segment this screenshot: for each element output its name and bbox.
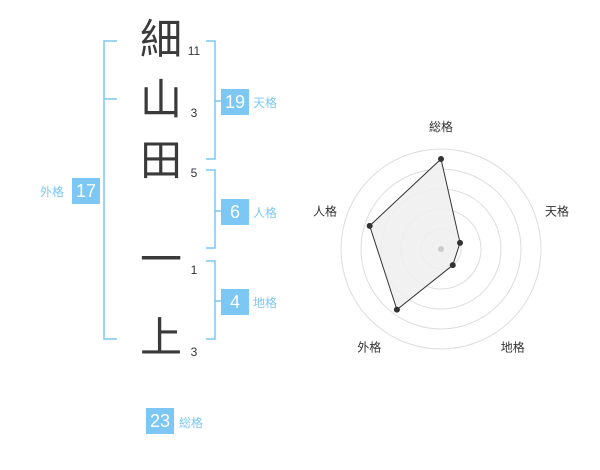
- gaikaku-badge: 17: [72, 178, 100, 204]
- stroke-count-3: 5: [190, 166, 198, 180]
- soukaku-badge: 23: [146, 408, 174, 434]
- tenkaku-bracket: [206, 40, 216, 160]
- radar-point-5: [366, 222, 373, 229]
- jinkaku-badge: 6: [221, 199, 249, 225]
- tenkaku-badge: 19: [221, 89, 249, 115]
- radar-axis-label: 天格: [545, 203, 569, 218]
- jinkaku-label: 人格: [253, 206, 278, 220]
- stroke-count-2: 3: [190, 106, 198, 120]
- soukaku-label: 総格: [179, 416, 204, 430]
- radar-ring: [340, 148, 542, 350]
- radar-axis-label: 人格: [313, 203, 337, 218]
- radar-point-3: [449, 262, 456, 269]
- radar-axis-label: 地格: [501, 340, 525, 355]
- radar-center-dot: [438, 246, 444, 252]
- tenkaku-label: 天格: [253, 96, 278, 110]
- jinkaku-bracket: [206, 169, 216, 249]
- radar-point-2: [457, 239, 464, 246]
- name-char-5: 上: [139, 313, 182, 362]
- name-char-1: 細: [139, 15, 182, 64]
- chikaku-bracket: [206, 260, 216, 340]
- radar-point-4: [393, 306, 400, 313]
- chikaku-label: 地格: [253, 296, 278, 310]
- gaikaku-bracket: [103, 40, 117, 340]
- gaikaku-label: 外格: [40, 185, 65, 199]
- radar-area: [369, 158, 461, 311]
- name-char-4: 一: [139, 235, 182, 284]
- name-char-3: 田: [139, 136, 182, 185]
- stroke-count-1: 11: [187, 44, 201, 58]
- stroke-count-4: 1: [190, 263, 198, 277]
- radar-axis-label: 外格: [357, 340, 381, 355]
- name-char-2: 山: [139, 75, 182, 124]
- radar-point-1: [438, 156, 444, 162]
- radar-axis-label: 総格: [429, 119, 453, 134]
- chikaku-badge: 4: [221, 289, 249, 315]
- stroke-count-5: 3: [190, 345, 198, 359]
